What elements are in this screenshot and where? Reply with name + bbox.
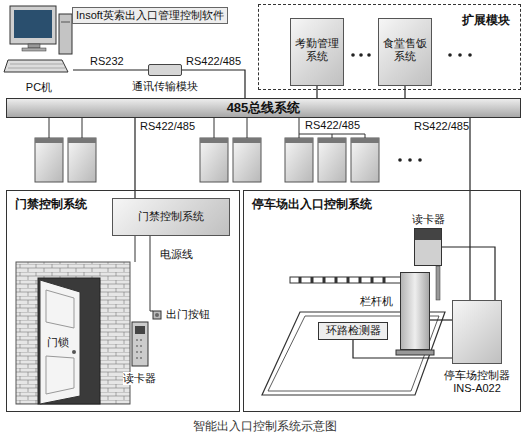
cabinet-group-part [351, 138, 379, 182]
node-text: 扩展模块 [462, 13, 510, 27]
node-text: PC机 [26, 81, 52, 94]
edge-label: RS422/485 [140, 120, 195, 133]
cabinet-group-part [318, 138, 346, 143]
node-text: 485总线系统 [227, 100, 301, 116]
node-text: 停车场控制器 INS-A022 [442, 369, 512, 395]
door-illustration-part [132, 322, 148, 366]
edge-label: RS422/485 [414, 120, 469, 133]
comm-module: 通讯传输模块 [148, 64, 182, 76]
connector [316, 86, 317, 98]
door-illustration [16, 236, 161, 404]
access-controller: 门禁控制系统 [112, 198, 230, 236]
loop-detector: 环路检测器 [318, 322, 388, 340]
door-illustration-part [135, 326, 145, 334]
node-text: 读卡器 [412, 213, 445, 226]
node-text: 门禁控制系统 [15, 197, 87, 211]
door-illustration-part [16, 262, 130, 404]
cabinet-group-part [408, 158, 412, 162]
door-illustration-part [40, 280, 80, 404]
cabinet-group-part [200, 138, 228, 143]
cabinet-group-part [285, 138, 313, 143]
cabinet-group-part [233, 138, 261, 143]
door-illustration-part [72, 350, 76, 354]
cabinet-group-part [68, 138, 96, 143]
caption: 智能出入口控制系统示意图 [0, 419, 529, 433]
door-illustration-part [153, 311, 161, 319]
computer-node: PC机 [5, 4, 73, 94]
cabinet-group-part [285, 138, 313, 182]
door-illustration-part [46, 356, 74, 394]
cabinet-group-part [351, 53, 355, 57]
connector [442, 247, 495, 300]
node-text: 环路检测器 [326, 324, 381, 337]
cabinet-group-part [68, 138, 96, 182]
system-cabinet: 考勤管理系统 [290, 18, 344, 86]
parking-region: 读卡器栏杆机环路检测器停车场控制器 INS-A022停车场出入口控制系统 [243, 190, 521, 412]
cabinet-group-part [49, 118, 365, 138]
button-label: 出门按钮 [166, 308, 210, 321]
pc-illustration-part [4, 60, 68, 72]
barrier-gate: 栏杆机 [400, 272, 430, 350]
connector [430, 319, 452, 320]
lock-label: 门锁 [47, 336, 69, 349]
door-illustration-part [46, 290, 74, 328]
parking-illustration [262, 266, 445, 395]
edge-label: RS422/485 [186, 55, 241, 68]
node-text: 食堂售饭系统 [382, 37, 428, 63]
pc-illustration-part [10, 6, 56, 44]
software-label: Insoft英索出入口管理控制软件 [72, 7, 228, 24]
connector [404, 86, 405, 98]
card-reader: 读卡器 [414, 228, 442, 266]
parking-illustration-part [290, 277, 402, 283]
cabinet-group-part [35, 138, 63, 182]
pc-illustration-part [28, 44, 40, 48]
cabinet-group-part [448, 53, 452, 57]
cabinet-group-part [200, 138, 228, 182]
wire-label: 电源线 [160, 248, 193, 261]
connector [134, 118, 135, 198]
parking-illustration-part [300, 277, 384, 283]
pc-illustration [4, 6, 72, 72]
pc-illustration-part [61, 22, 70, 23]
cabinet-group-part [458, 53, 462, 57]
system-cabinet: 食堂售饭系统 [378, 18, 432, 86]
cabinet-group-part [398, 158, 402, 162]
node-text: 栏杆机 [359, 295, 394, 308]
parking-controller: 停车场控制器 INS-A022 [452, 300, 502, 364]
node-text: 通讯传输模块 [132, 80, 198, 93]
door-illustration-part [136, 340, 144, 358]
cabinet-group-part [468, 53, 472, 57]
cabinet-group-part [359, 53, 363, 57]
node-text: 门禁控制系统 [138, 210, 204, 223]
pc-illustration-part [8, 64, 65, 68]
cabinet-group-part [318, 138, 346, 182]
door-illustration-part [38, 278, 100, 404]
cabinet-group-part [367, 53, 371, 57]
pc-illustration-part [22, 48, 46, 51]
pc-illustration-part [14, 10, 52, 38]
door-illustration-part [135, 236, 153, 311]
bus-bar: 485总线系统 [6, 98, 521, 118]
cabinet-group-part [35, 138, 63, 143]
edge-label: RS232 [90, 55, 124, 68]
cabinet-group-part [233, 138, 261, 182]
cabinet-group-part [418, 158, 422, 162]
connector [73, 69, 148, 70]
cabinet-group-part [351, 138, 379, 143]
parking-illustration-part [436, 266, 440, 300]
reader-label: 读卡器 [123, 372, 156, 385]
extension-region: 考勤管理系统 食堂售饭系统 扩展模块 [258, 4, 521, 90]
node-text: 停车场出入口控制系统 [252, 197, 372, 211]
door-illustration-part [155, 313, 159, 317]
node-text: 考勤管理系统 [294, 37, 340, 63]
parking-illustration-part [396, 350, 434, 355]
connector [469, 118, 470, 300]
pc-illustration-part [59, 14, 72, 54]
bus-label: RS422/485 [305, 119, 360, 132]
